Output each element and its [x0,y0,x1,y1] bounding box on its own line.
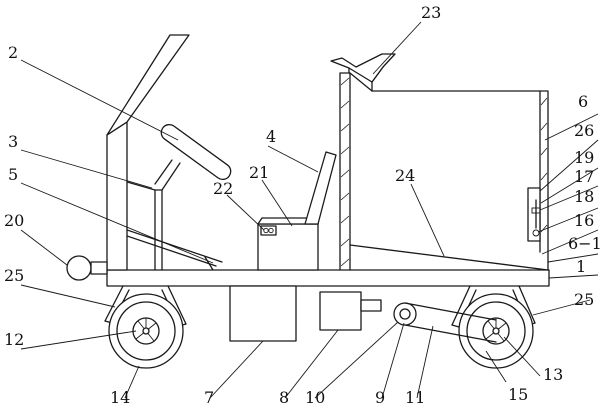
label-4: 4 [266,127,276,146]
chassis-frame [106,269,550,287]
label-12: 12 [4,330,24,349]
motor [319,291,362,331]
label-24: 24 [395,166,415,185]
label-19: 19 [574,148,594,167]
label-16: 16 [574,211,594,230]
steering-column [106,34,190,271]
seat-backrest [304,151,337,225]
label-25-left: 25 [4,266,24,285]
pedal [126,229,223,271]
right-wheel [458,293,534,369]
label-23: 23 [421,3,441,22]
control-switches [260,225,277,236]
label-5: 5 [8,165,18,184]
steering-handle [160,123,232,181]
label-21: 21 [249,163,269,182]
left-wheel [108,293,184,369]
label-11: 11 [405,388,425,407]
label-1: 1 [576,257,586,276]
inclined-bottom-plate [349,244,549,271]
label-13: 13 [543,365,563,384]
motor-coupling [360,299,382,312]
label-18: 18 [574,187,594,206]
label-17: 17 [574,167,594,186]
label-26: 26 [574,121,594,140]
label-7: 7 [204,388,214,407]
label-10: 10 [305,388,325,407]
label-14: 14 [110,388,130,407]
label-6: 6 [578,92,588,111]
drive-belt [404,302,497,343]
label-25-right: 25 [574,290,594,309]
label-3: 3 [8,132,18,151]
label-9: 9 [375,388,385,407]
bin-wall-hatching [340,77,548,267]
headlight [66,255,108,281]
drive-pulley [393,302,417,326]
label-6-1: 6−1 [568,234,600,253]
steering-support [126,159,181,271]
label-2: 2 [8,43,18,62]
storage-bin [330,53,549,271]
battery-box [229,285,297,342]
label-22: 22 [213,179,233,198]
label-15: 15 [508,385,528,404]
discharge-door [527,187,541,242]
label-8: 8 [279,388,289,407]
leader-lines [20,21,599,399]
label-20: 20 [4,211,24,230]
